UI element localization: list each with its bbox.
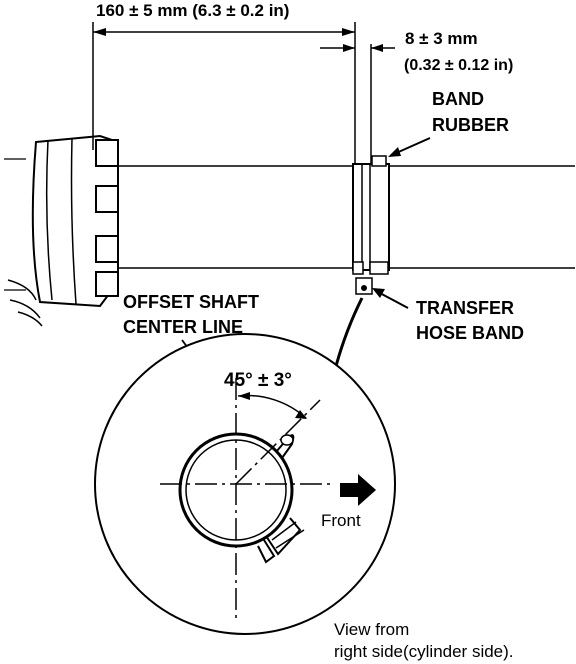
shaft-assembly	[4, 134, 575, 327]
front-arrow-icon	[340, 474, 376, 506]
bolt-middle	[95, 185, 119, 213]
hose-curve-1	[7, 279, 37, 301]
offset-dimension: 8 ± 3 mm (0.32 ± 0.12 in)	[320, 29, 513, 165]
clamp-ear-2	[257, 539, 276, 564]
bolt-bottom	[95, 271, 119, 297]
angle-arrow-right	[295, 410, 307, 419]
band-clip	[369, 261, 389, 275]
offset-in-label: (0.32 ± 0.12 in)	[404, 57, 513, 74]
hose-ring-outer	[178, 432, 294, 548]
clamp-ear-line	[271, 521, 297, 541]
view-caption-2: right side(cylinder side).	[334, 642, 514, 661]
flange-edge	[45, 139, 53, 301]
transfer-band-leader	[377, 291, 409, 309]
detail-view: 45° ± 3° Front	[94, 333, 396, 635]
transfer-band-arrowhead	[372, 288, 385, 298]
band-rubber-body	[352, 163, 390, 271]
arrowhead-left	[93, 28, 106, 36]
angle-arrow-left	[238, 392, 250, 400]
band-rubber-label-2: RUBBER	[432, 115, 509, 135]
band-clip-small	[352, 261, 364, 275]
flange-inner-edge	[70, 137, 77, 305]
band-rubber-lip	[371, 155, 387, 167]
arrowhead-right	[342, 28, 355, 36]
angle-label: 45° ± 3°	[224, 370, 292, 391]
clamp-ear-line-2	[275, 529, 305, 549]
hose-ring-inner	[185, 439, 287, 541]
offset-arrowhead-left	[343, 44, 355, 52]
offset-shaft-label-1: OFFSET SHAFT	[123, 292, 259, 312]
offset-mm-label: 8 ± 3 mm	[405, 29, 478, 48]
offset-shaft-label-2: CENTER LINE	[123, 317, 243, 337]
detail-connector	[334, 297, 364, 367]
band-rubber-leader	[393, 137, 431, 155]
overall-dimension: 160 ± 5 mm (6.3 ± 0.2 in)	[92, 1, 356, 170]
overall-dimension-label: 160 ± 5 mm (6.3 ± 0.2 in)	[96, 1, 289, 20]
bolt-lower	[95, 235, 119, 263]
angle-line	[235, 399, 321, 485]
band-rubber-arrowhead	[388, 147, 401, 157]
transfer-label-2: HOSE BAND	[416, 323, 524, 343]
view-caption-1: View from	[334, 620, 409, 639]
clip-rivet	[361, 285, 367, 291]
hose-curve-2	[9, 299, 41, 319]
front-label: Front	[321, 511, 361, 530]
bolt-top	[95, 139, 119, 167]
transfer-label-1: TRANSFER	[416, 298, 514, 318]
band-rubber-label-1: BAND	[432, 89, 484, 109]
clamp-ear	[265, 517, 302, 556]
offset-arrowhead-right	[371, 44, 383, 52]
clamp-tab-loop	[280, 434, 294, 446]
hose-curve-3	[17, 311, 43, 327]
